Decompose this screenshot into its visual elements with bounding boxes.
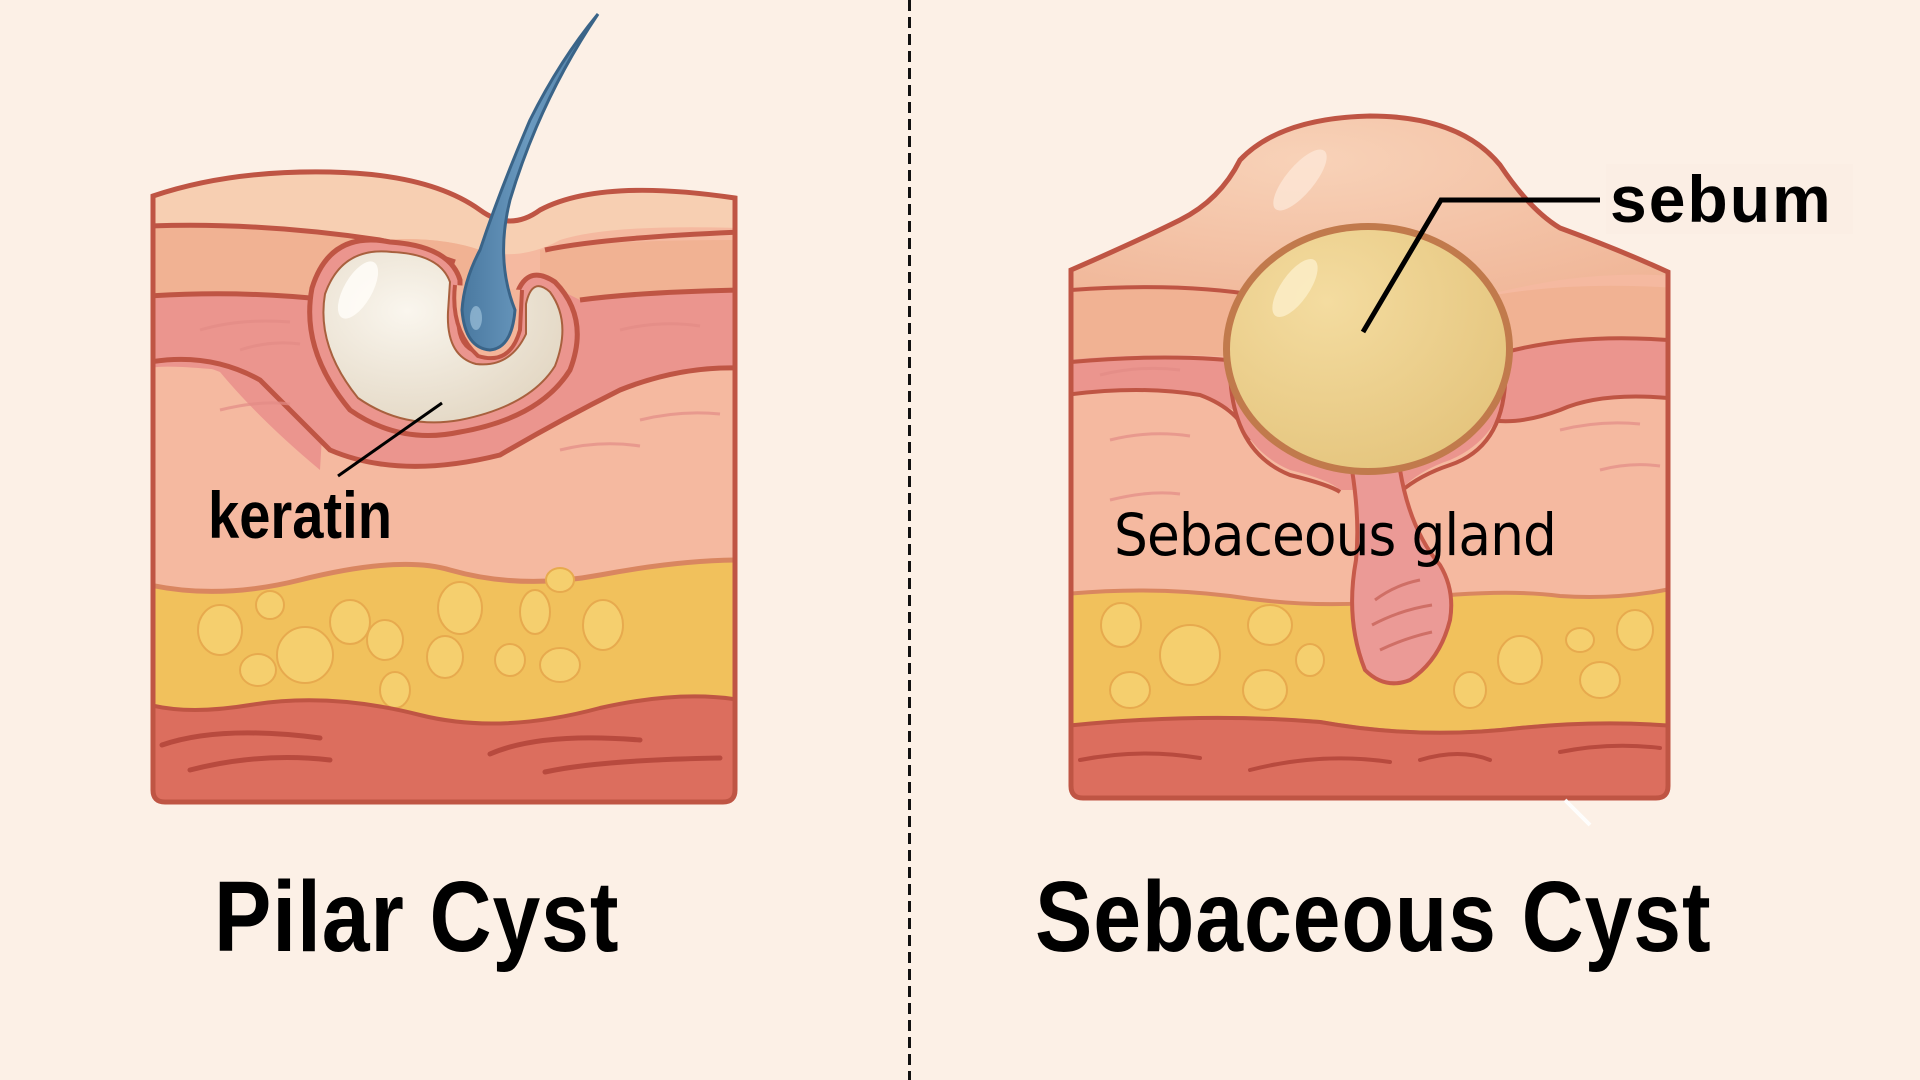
keratin-label: keratin [208, 478, 392, 552]
sebaceous-gland [1349, 468, 1454, 686]
sebaceous-cyst-title: Sebaceous Cyst [1035, 861, 1712, 973]
sebum-label: sebum [1606, 164, 1853, 234]
fat-cells [1100, 602, 1654, 711]
pilar-cyst-panel: keratin Pilar Cyst [0, 0, 908, 1080]
pilar-cyst-illustration [150, 13, 738, 805]
sebaceous-cyst-panel: sebum Sebaceous gland Sebaceous Cyst [912, 0, 1920, 1080]
skin-block-outline [1068, 113, 1671, 801]
dashed-divider [908, 0, 911, 1080]
sebum-sac [1230, 230, 1506, 468]
sebum-pointer-line [1360, 197, 1600, 334]
hair-shaft [460, 13, 600, 352]
sebaceous-gland-label: Sebaceous gland [1114, 501, 1557, 569]
sebaceous-cyst-illustration [1068, 113, 1671, 827]
skin-block-outline [150, 169, 738, 805]
keratin-pointer-line [337, 401, 443, 478]
pilar-cyst-title: Pilar Cyst [214, 861, 620, 973]
